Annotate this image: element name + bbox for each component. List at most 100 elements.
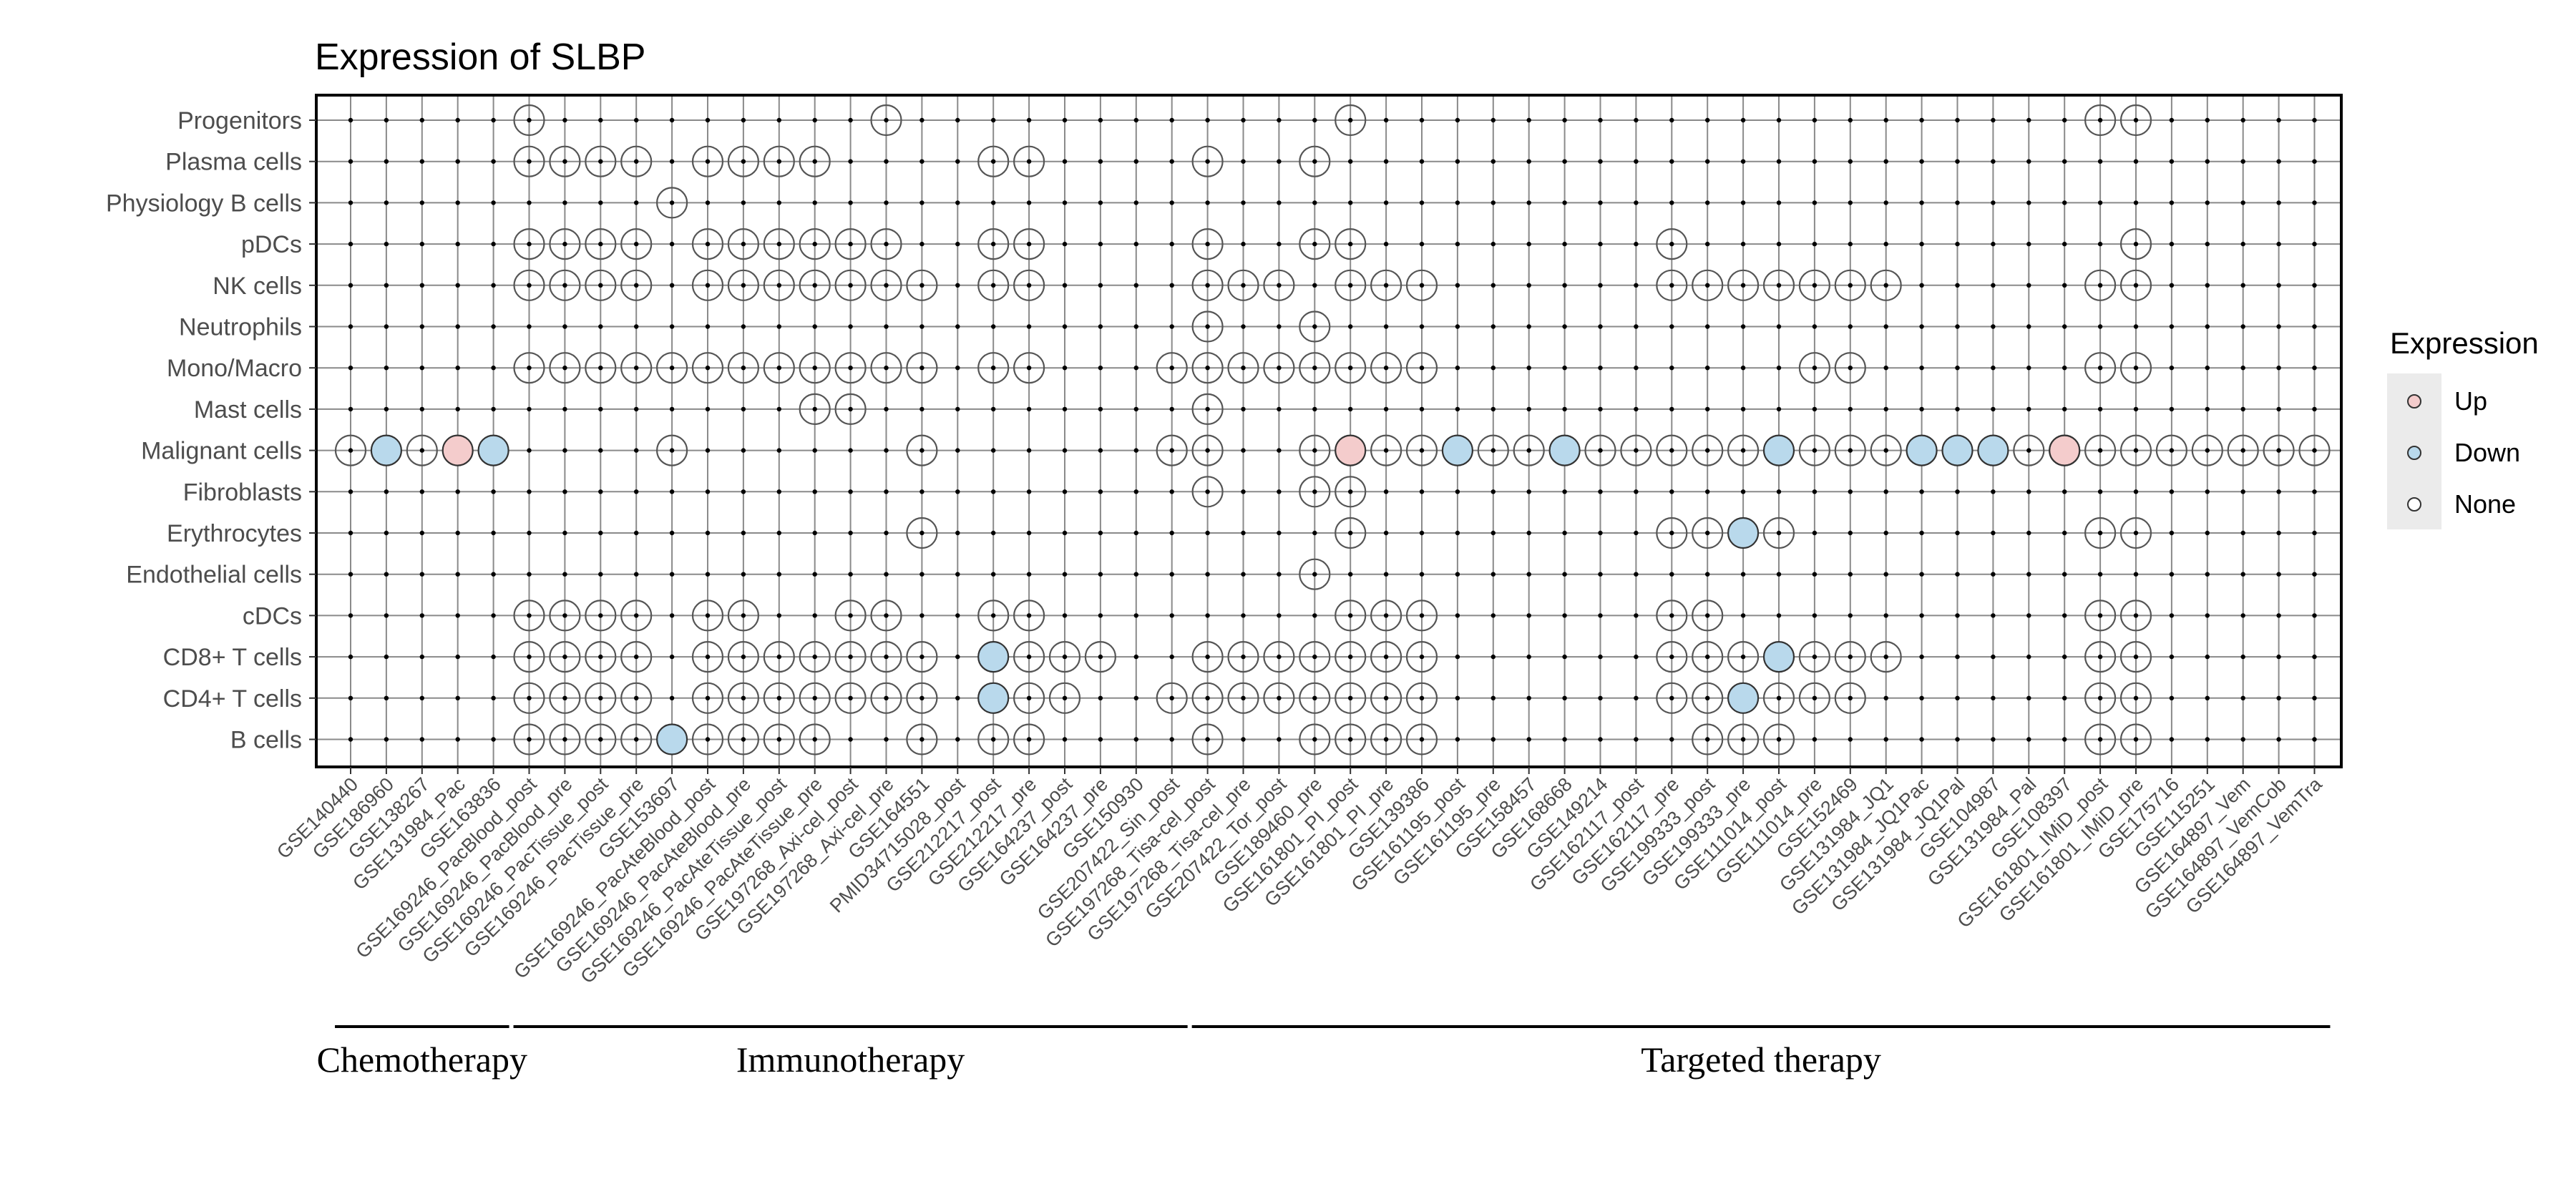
grid-dot	[1098, 324, 1103, 329]
grid-dot	[919, 654, 924, 660]
grid-dot	[1169, 241, 1174, 247]
grid-dot	[1562, 406, 1567, 412]
grid-dot	[562, 366, 567, 371]
grid-dot	[1598, 159, 1603, 164]
grid-dot	[419, 200, 424, 205]
grid-dot	[776, 654, 782, 660]
grid-dot	[1955, 406, 1960, 412]
data-point-none	[763, 269, 795, 301]
data-point-down	[977, 682, 1010, 714]
data-point-none	[1299, 682, 1331, 714]
grid-dot	[2169, 283, 2175, 288]
grid-dot	[1062, 448, 1068, 453]
grid-dot	[2062, 283, 2067, 288]
grid-dot	[705, 283, 711, 288]
y-tick-label: Physiology B cells	[106, 190, 302, 217]
grid-dot	[1812, 283, 1818, 288]
grid-dot	[2312, 489, 2317, 494]
grid-dot	[1419, 613, 1425, 618]
grid-dot	[2205, 159, 2210, 164]
data-point-none	[513, 352, 545, 384]
grid-dot	[1348, 406, 1353, 412]
grid-dot	[1776, 406, 1782, 412]
grid-dot	[634, 489, 639, 494]
grid-dot	[1312, 324, 1317, 329]
grid-dot	[1312, 737, 1317, 742]
grid-dot	[1598, 406, 1603, 412]
grid-dot	[1026, 200, 1032, 205]
grid-dot	[741, 117, 746, 123]
grid-dot	[1669, 654, 1674, 660]
grid-dot	[991, 572, 996, 577]
grid-dot	[2097, 737, 2103, 742]
data-point-none	[513, 600, 545, 632]
grid-dot	[1669, 117, 1674, 123]
grid-dot	[1491, 695, 1496, 700]
grid-dot	[1883, 489, 1888, 494]
grid-dot	[1562, 613, 1567, 618]
grid-dot	[884, 695, 889, 700]
grid-dot	[1419, 241, 1425, 247]
grid-dot	[741, 159, 746, 164]
grid-dot	[1883, 572, 1888, 577]
grid-dot	[1205, 200, 1210, 205]
grid-dot	[1277, 530, 1282, 536]
grid-dot	[419, 737, 424, 742]
grid-dot	[348, 117, 353, 123]
grid-dot	[491, 654, 496, 660]
grid-dot	[1455, 324, 1460, 329]
grid-dot	[991, 159, 996, 164]
grid-dot	[669, 530, 675, 536]
grid-dot	[1205, 117, 1210, 123]
data-point-none	[513, 145, 545, 177]
legend-key-up	[2407, 394, 2421, 408]
grid-dot	[1919, 613, 1924, 618]
grid-dot	[2062, 406, 2067, 412]
data-point-none	[2227, 434, 2259, 466]
grid-dot	[455, 489, 460, 494]
grid-dot	[1169, 654, 1174, 660]
grid-dot	[1277, 572, 1282, 577]
data-point-none	[1156, 352, 1188, 384]
grid-dot	[2240, 613, 2245, 618]
grid-dot	[1955, 737, 1960, 742]
grid-dot	[1098, 117, 1103, 123]
grid-dot	[2169, 324, 2175, 329]
grid-dot	[598, 406, 603, 412]
data-point-none	[1727, 434, 1760, 466]
data-point-down	[1762, 640, 1795, 673]
data-point-none	[906, 269, 938, 301]
grid-dot	[2026, 489, 2031, 494]
data-point-none	[1263, 682, 1295, 714]
grid-dot	[1991, 283, 1996, 288]
grid-dot	[1848, 737, 1853, 742]
grid-dot	[1419, 200, 1425, 205]
grid-dot	[705, 572, 711, 577]
grid-dot	[1919, 283, 1924, 288]
grid-dot	[1526, 159, 1531, 164]
grid-dot	[1562, 200, 1567, 205]
grid-dot	[1526, 737, 1531, 742]
grid-dot	[1634, 366, 1639, 371]
grid-dot	[419, 366, 424, 371]
grid-dot	[1812, 241, 1818, 247]
grid-dot	[1776, 324, 1782, 329]
grid-dot	[2169, 489, 2175, 494]
data-point-none	[1013, 269, 1045, 301]
grid-dot	[919, 241, 924, 247]
grid-dot	[1848, 366, 1853, 371]
grid-dot	[1312, 613, 1317, 618]
grid-dot	[1740, 159, 1746, 164]
grid-dot	[1991, 159, 1996, 164]
grid-dot	[884, 200, 889, 205]
grid-dot	[1669, 324, 1674, 329]
data-point-none	[977, 723, 1010, 755]
grid-dot	[884, 737, 889, 742]
grid-dot	[1740, 200, 1746, 205]
grid-dot	[1919, 159, 1924, 164]
data-point-none	[1048, 640, 1081, 673]
grid-dot	[491, 613, 496, 618]
grid-dot	[1598, 117, 1603, 123]
grid-dot	[1062, 324, 1068, 329]
